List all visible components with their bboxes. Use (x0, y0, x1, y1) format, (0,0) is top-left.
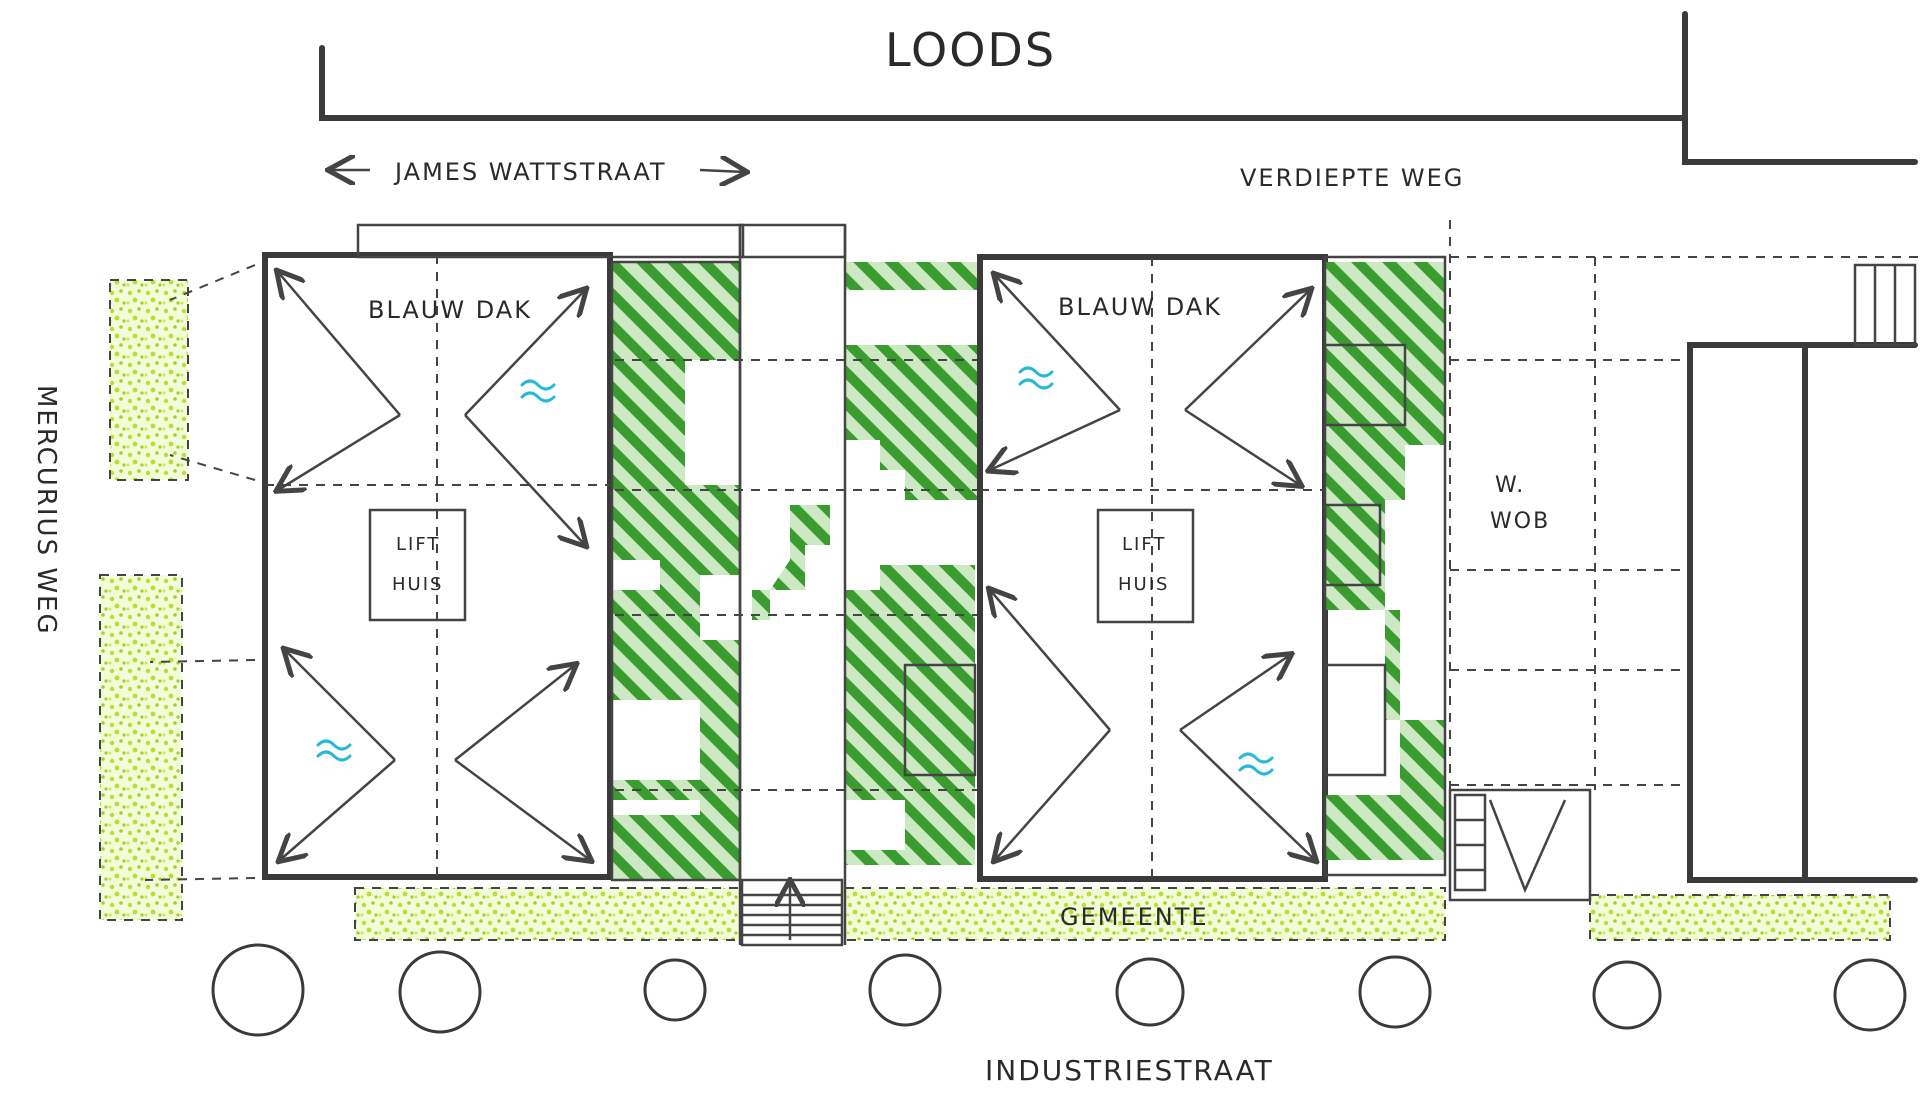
grass-strip-south-1 (354, 887, 741, 941)
wob-area (1448, 220, 1920, 902)
tree-icon (868, 953, 942, 1027)
verdiepte-weg-label: VERDIEPTE WEG (1240, 164, 1464, 192)
water-symbol-icon (520, 379, 556, 403)
far-right-building (1687, 263, 1918, 883)
lifthuis-right-line1: LIFT (1122, 534, 1166, 555)
lifthuis-left-line1: LIFT (396, 534, 440, 555)
wob-label-line1: W. (1495, 473, 1525, 498)
tree-icon (398, 950, 482, 1034)
lifthuis-left-line2: HUIS (392, 574, 443, 595)
tree-icon (1592, 960, 1662, 1030)
james-wattstraat-arrows (330, 170, 745, 172)
green-gardens-right (1323, 255, 1447, 877)
tree-icon (1358, 955, 1432, 1029)
green-gardens-left (610, 260, 980, 882)
water-symbol-icon (1238, 752, 1274, 776)
entrance-stairs (740, 880, 844, 947)
lifthuis-right-line2: HUIS (1118, 574, 1169, 595)
grass-strip-west-top (109, 279, 189, 481)
tree-icon (643, 958, 707, 1022)
wob-label-line2: WOB (1490, 509, 1550, 534)
tree-row (211, 943, 1907, 1037)
water-symbol-icon (1018, 366, 1054, 390)
grass-strip-south-3 (1589, 894, 1891, 941)
gemeente-label: GEMEENTE (1060, 903, 1209, 931)
water-symbol-icon (316, 739, 352, 762)
mercurius-weg-label: MERCURIUS WEG (31, 385, 61, 636)
grass-strip-west-bottom (99, 574, 183, 921)
mercurius-connections (144, 264, 256, 881)
central-walkway (356, 223, 980, 945)
left-building (262, 252, 613, 880)
james-wattstraat-label: JAMES WATTSTRAAT (393, 158, 667, 186)
loods-label: LOODS (885, 23, 1056, 77)
blauw-dak-right-label: BLAUW DAK (1058, 293, 1222, 321)
blauw-dak-left-label: BLAUW DAK (368, 296, 532, 324)
industriestraat-label: INDUSTRIESTRAAT (985, 1054, 1274, 1087)
right-building (977, 254, 1328, 882)
tree-icon (1833, 958, 1907, 1032)
loods-building (319, 11, 1918, 165)
tree-icon (1115, 957, 1185, 1027)
tree-icon (211, 943, 305, 1037)
